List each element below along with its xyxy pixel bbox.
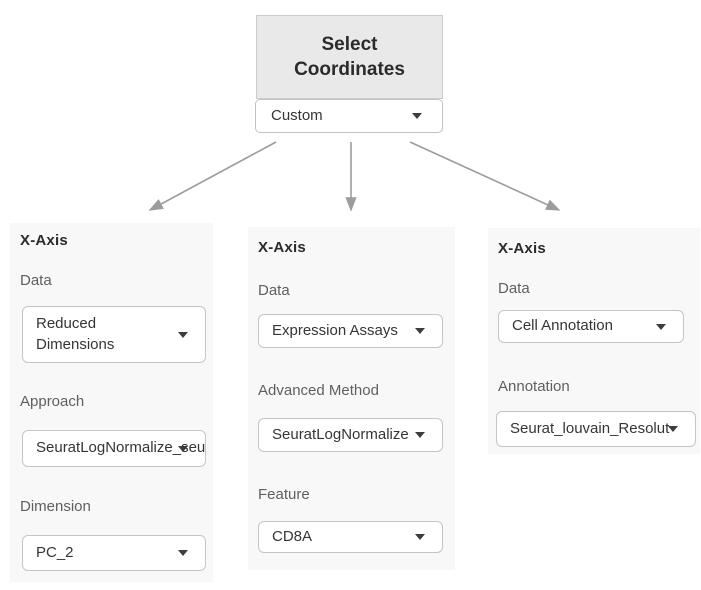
dimension-select-value: PC_2 bbox=[36, 543, 74, 561]
flow-arrows bbox=[148, 141, 561, 212]
data-select-value: Reduced Dimensions bbox=[36, 315, 115, 353]
dimension-select[interactable]: PC_2 bbox=[22, 535, 206, 571]
approach-label: Approach bbox=[20, 393, 85, 410]
xaxis-panel-reduced-dimensions: X-Axis Data Reduced Dimensions Approach … bbox=[10, 223, 213, 582]
coordinates-select-value: Custom bbox=[271, 106, 323, 124]
data-select-value: Cell Annotation bbox=[512, 317, 613, 335]
caret-down-icon bbox=[178, 550, 188, 556]
advanced-method-select[interactable]: SeuratLogNormalize bbox=[258, 418, 443, 452]
annotation-select[interactable]: Seurat_louvain_Resolut bbox=[496, 411, 696, 447]
arrow-left bbox=[148, 141, 277, 211]
feature-select-value: CD8A bbox=[272, 527, 313, 545]
caret-down-icon bbox=[415, 534, 425, 540]
data-select[interactable]: Cell Annotation bbox=[498, 310, 684, 343]
coordinates-select[interactable]: Custom bbox=[255, 99, 443, 133]
caret-down-icon bbox=[415, 432, 425, 438]
panel-heading: X-Axis bbox=[258, 239, 306, 256]
panel-heading: X-Axis bbox=[498, 240, 546, 257]
arrow-right bbox=[409, 141, 561, 211]
advanced-method-label: Advanced Method bbox=[258, 382, 379, 399]
approach-select[interactable]: SeuratLogNormalize_seu bbox=[22, 430, 206, 467]
caret-down-icon bbox=[656, 323, 666, 330]
data-label: Data bbox=[498, 280, 530, 297]
annotation-select-value: Seurat_louvain_Resolut bbox=[510, 419, 670, 437]
feature-label: Feature bbox=[258, 486, 310, 503]
data-label: Data bbox=[20, 272, 52, 289]
dimension-label: Dimension bbox=[20, 498, 91, 515]
caret-down-icon bbox=[415, 328, 425, 334]
xaxis-panel-cell-annotation: X-Axis Data Cell Annotation Annotation S… bbox=[488, 228, 700, 454]
data-select-value: Expression Assays bbox=[272, 321, 398, 339]
xaxis-panel-expression-assays: X-Axis Data Expression Assays Advanced M… bbox=[248, 227, 455, 570]
data-label: Data bbox=[258, 282, 290, 299]
caret-down-icon bbox=[412, 113, 422, 119]
feature-select[interactable]: CD8A bbox=[258, 521, 443, 553]
data-select[interactable]: Expression Assays bbox=[258, 314, 443, 348]
caret-down-icon bbox=[668, 426, 678, 432]
data-select[interactable]: Reduced Dimensions bbox=[22, 306, 206, 363]
caret-down-icon bbox=[178, 445, 188, 452]
advanced-method-select-value: SeuratLogNormalize bbox=[272, 425, 409, 443]
panel-heading: X-Axis bbox=[20, 232, 68, 249]
annotation-label: Annotation bbox=[498, 378, 570, 395]
caret-down-icon bbox=[178, 331, 188, 338]
node-title: Select Coordinates bbox=[294, 33, 405, 80]
select-coordinates-node: Select Coordinates bbox=[256, 15, 443, 99]
approach-select-value: SeuratLogNormalize_seu bbox=[36, 439, 206, 457]
